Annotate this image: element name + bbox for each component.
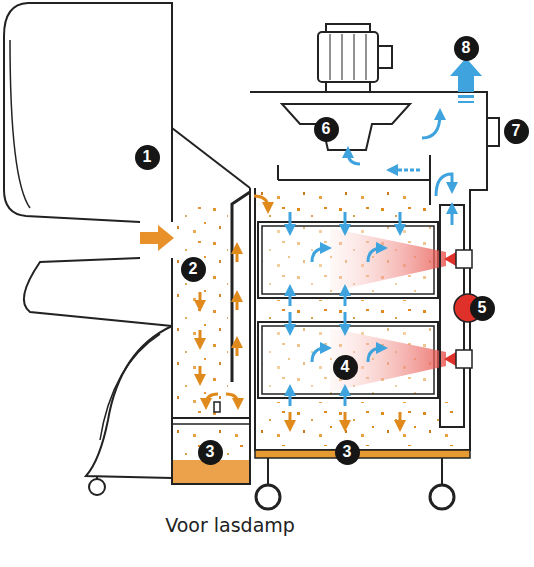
air-arrow (436, 174, 452, 196)
dust-arrow (236, 248, 239, 262)
duct-wall (429, 155, 431, 205)
air-arrow (422, 114, 440, 138)
air-arrow (399, 212, 402, 230)
column-roof (172, 128, 250, 188)
wheel (256, 485, 280, 509)
exhaust-arrow (458, 95, 474, 98)
caption: Voor lasdamp (110, 514, 350, 536)
callout-number: 3 (335, 440, 360, 465)
wheel-fork (96, 476, 98, 480)
fan-plate (278, 179, 430, 181)
callout-number: 7 (504, 119, 529, 144)
side-panel (487, 118, 499, 146)
air-arrow (289, 312, 292, 330)
air-arrow (368, 348, 382, 362)
dust-arrow (236, 296, 239, 310)
fan-plate (277, 165, 279, 180)
air-arrow (344, 312, 347, 330)
dust-cloud (258, 190, 436, 218)
nozzle-valve (214, 402, 220, 412)
terminal-box (378, 46, 392, 68)
callout-number: 3 (198, 440, 223, 465)
hood-outline (24, 258, 172, 326)
bin-grid (172, 423, 250, 425)
dust-tray (255, 450, 470, 458)
air-arrow (348, 152, 360, 164)
column-wall (249, 188, 251, 418)
hood-edge (100, 334, 160, 440)
exhaust-arrow (450, 58, 482, 92)
air-arrow (289, 290, 292, 306)
inlet-arrow (140, 225, 174, 251)
air-arrow (289, 212, 292, 230)
motor-base (326, 82, 370, 92)
hood-outline (4, 3, 172, 222)
dust-bin (172, 418, 250, 484)
pulse-nozzle (444, 252, 456, 266)
dust-arrow (236, 342, 239, 356)
wheel-fork (441, 458, 443, 486)
callout-number: 4 (333, 355, 358, 380)
callout-number: 2 (181, 257, 206, 282)
dust-arrow (199, 292, 202, 306)
valve (456, 350, 472, 368)
pulse-nozzle (444, 352, 456, 366)
dust-arrow (344, 412, 347, 426)
air-arrow (289, 390, 292, 406)
air-arrow (451, 208, 454, 225)
column-wall (171, 258, 173, 418)
dust-cloud (258, 402, 458, 446)
dust-arrow (199, 330, 202, 344)
air-arrow (312, 348, 326, 362)
dust-arrow (289, 412, 292, 426)
air-arrow (392, 169, 420, 172)
air-arrow (344, 290, 347, 306)
wheel (89, 479, 105, 495)
dust-arrow (399, 412, 402, 426)
callout-number: 5 (470, 296, 495, 321)
dust-arrow (206, 394, 218, 404)
motor-cap (326, 24, 370, 32)
wheel-fork (267, 458, 269, 486)
cleaning-pulse (330, 328, 446, 392)
dust-cloud (174, 200, 228, 415)
airflow-arrows (290, 114, 452, 406)
dust-arrow (254, 196, 268, 208)
callout-number: 8 (454, 36, 479, 61)
motor-fin (366, 34, 367, 80)
cabinet-outline (250, 92, 487, 450)
baffle (232, 192, 250, 382)
hood-edge (10, 40, 30, 208)
hood-lower-outline (86, 326, 172, 478)
air-arrow (312, 248, 326, 262)
dust-arrow (199, 366, 202, 380)
exhaust-arrow (458, 101, 474, 103)
cleaning-pulse (330, 228, 446, 292)
column-wall (171, 128, 173, 222)
dust-arrows (200, 196, 400, 426)
dust-arrow (226, 394, 238, 404)
callout-number: 1 (135, 145, 160, 170)
callout-number: 6 (314, 117, 339, 142)
air-arrow (344, 212, 347, 230)
motor-fin (354, 34, 355, 80)
wheel (430, 485, 454, 509)
motor-fin (342, 34, 343, 80)
valve (456, 250, 472, 268)
air-arrow (368, 248, 382, 262)
dust-cloud (258, 300, 436, 320)
motor (318, 32, 378, 82)
motor-fin (330, 34, 331, 80)
fan-housing (282, 104, 410, 150)
air-arrow (344, 390, 347, 406)
